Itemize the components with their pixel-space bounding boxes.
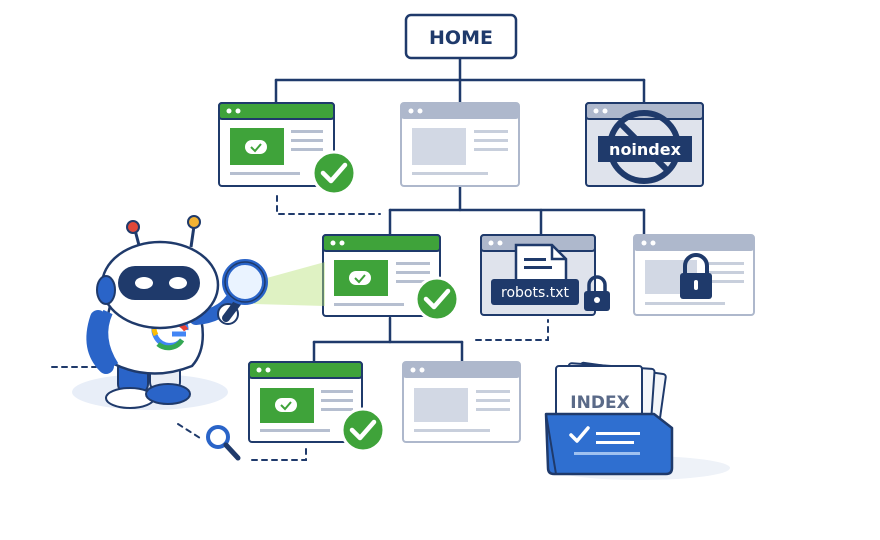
crawl-path-dashes [51, 195, 549, 461]
page-card-robots-blocked[interactable]: robots.txt [480, 234, 596, 316]
home-label: HOME [429, 27, 493, 49]
lock-icon [680, 253, 712, 299]
page-card-locked[interactable] [633, 234, 755, 316]
tree-connectors [274, 56, 646, 364]
page-card-unvisited-2[interactable] [402, 361, 521, 443]
noindex-label: noindex [609, 140, 682, 159]
page-card-unvisited-1[interactable] [400, 102, 520, 187]
robots-label: robots.txt [501, 285, 569, 301]
checkmark-icon [414, 276, 460, 322]
search-beam [252, 262, 325, 306]
magnifier-icon [206, 425, 241, 461]
page-card-noindex[interactable]: noindex [585, 102, 704, 187]
index-label: INDEX [570, 393, 629, 413]
checkmark-icon [311, 150, 357, 196]
home-node[interactable]: HOME [404, 13, 518, 60]
page-card-indexed-3[interactable] [248, 361, 363, 443]
robot-icon [86, 215, 268, 409]
folder-icon: INDEX [544, 361, 674, 476]
lock-icon [584, 275, 610, 311]
checkmark-icon [340, 407, 386, 453]
magnifier-icon [222, 259, 268, 322]
page-card-indexed-1[interactable] [218, 102, 335, 187]
page-card-indexed-2[interactable] [322, 234, 441, 317]
